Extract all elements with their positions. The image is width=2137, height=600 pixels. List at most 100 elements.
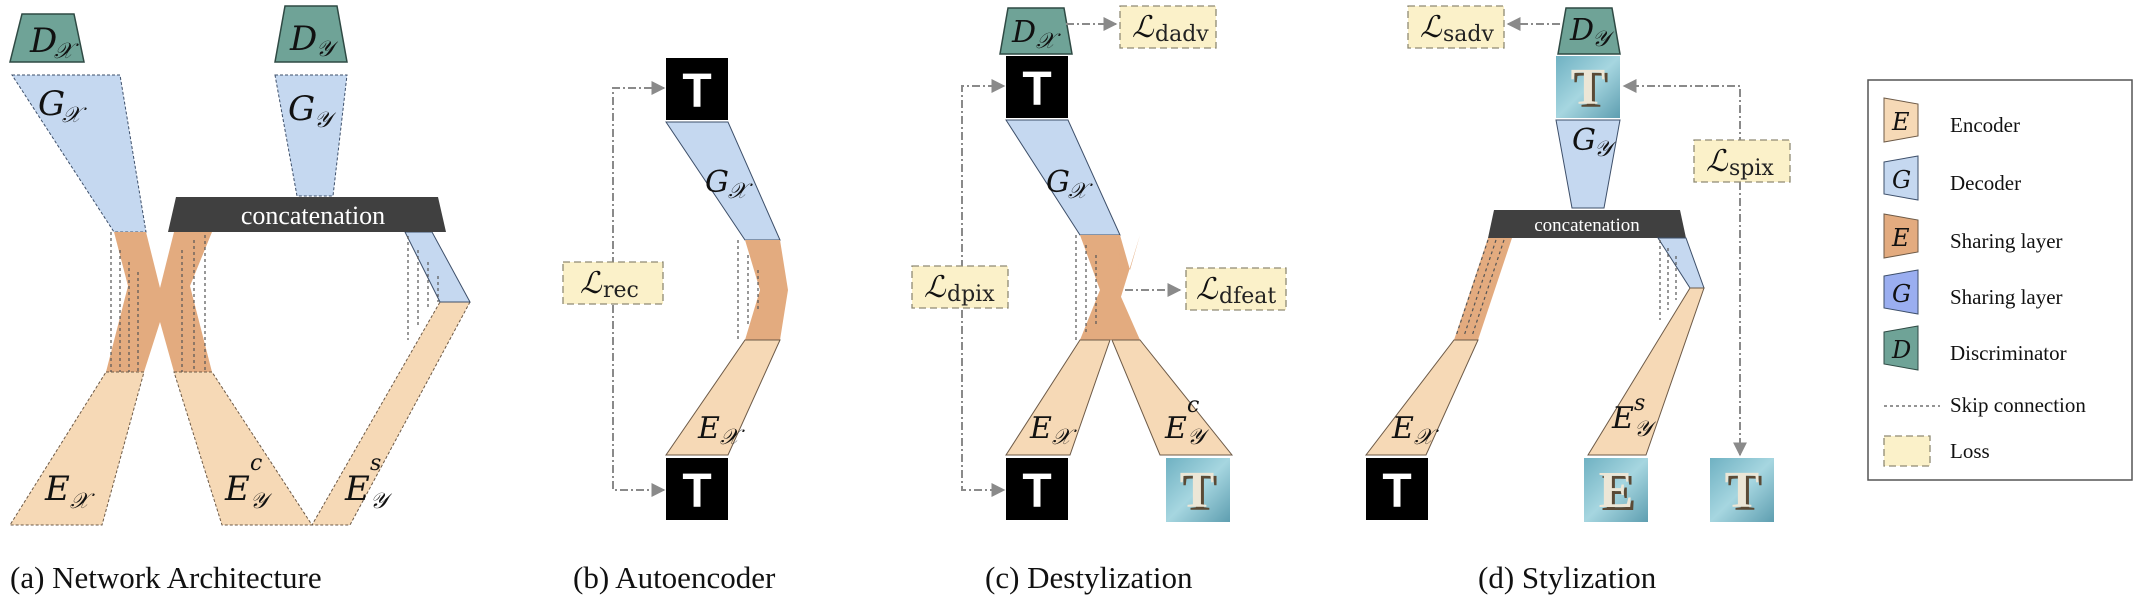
- legend-sharing-decoder-label: Sharing layer: [1950, 285, 2063, 309]
- legend-item-encoder: E Encoder: [1883, 97, 2020, 143]
- loss-rec-box: [562, 261, 664, 305]
- decoder-y-shape: [274, 74, 348, 197]
- legend-item-loss: Loss: [1883, 435, 1990, 467]
- skip-connections-d-right: [1659, 240, 1677, 320]
- caption-c: (c) Destylization: [985, 560, 1193, 595]
- legend-encoder-label: Encoder: [1950, 113, 2020, 137]
- legend-sharing-encoder-label: Sharing layer: [1950, 229, 2063, 253]
- skip-connections-b: [737, 240, 759, 340]
- glyph-bottom-left-c: [1006, 458, 1068, 520]
- dpix-arrow-bottom: [961, 310, 1006, 497]
- glyph-bottom-right-d-shadow: T: [1728, 465, 1763, 522]
- discriminator-x-c-shape: [999, 7, 1073, 55]
- glyph-top-b-letter: T: [682, 65, 711, 118]
- loss-rec-sub: rec: [603, 278, 639, 303]
- loss-dadv-sub: dadv: [1155, 22, 1209, 47]
- glyph-top-d-shadow: T: [1574, 62, 1609, 119]
- glyph-top-c-letter: T: [1022, 63, 1051, 116]
- encoder-ys-d-sup: s: [1634, 391, 1645, 416]
- legend-decoder-label: Decoder: [1950, 171, 2021, 195]
- glyph-bottom-left-d-letter: T: [1382, 465, 1411, 518]
- glyph-bottom-mid-d-shadow: E: [1602, 465, 1637, 522]
- loss-dfeat-symbol: ℒ: [1196, 272, 1219, 307]
- discriminator-x-c-label: D: [1011, 15, 1036, 50]
- concatenation-label-d: concatenation: [1534, 215, 1640, 236]
- glyph-top-c: [1006, 56, 1068, 118]
- decoder-y-label: G: [288, 89, 315, 129]
- glyph-bottom-right-c-shadow: T: [1183, 465, 1218, 522]
- legend-discriminator-swatch: [1883, 325, 1919, 371]
- loss-rec-symbol: ℒ: [580, 266, 603, 301]
- rec-arrow-top: [612, 81, 666, 265]
- discriminator-y-label: D: [289, 19, 317, 59]
- loss-dfeat-sub: dfeat: [1219, 284, 1276, 309]
- encoder-ys-label: E: [344, 469, 370, 509]
- loss-sadv-box: [1407, 5, 1505, 49]
- legend: E Encoder G Decoder E Sharing layer G Sh…: [1867, 79, 2133, 481]
- loss-spix-box: [1693, 139, 1791, 183]
- encoder-ys-d-shape: [1587, 287, 1705, 456]
- glyph-bottom-mid-d: [1584, 458, 1648, 522]
- panel-a-network-architecture: D 𝒳 D 𝒴 G 𝒳 G 𝒴 concatenation: [9, 5, 471, 595]
- sharing-d-shape: [1454, 238, 1512, 340]
- spix-arrow-top: [1622, 79, 1741, 145]
- decoder-x-c-label: G: [1046, 165, 1070, 200]
- decoder-x-label: G: [38, 84, 65, 124]
- loss-dadv-symbol: ℒ: [1132, 10, 1155, 45]
- glyph-top-d: [1556, 56, 1620, 118]
- legend-loss-label: Loss: [1950, 439, 1990, 463]
- legend-item-sharing-encoder: E Sharing layer: [1883, 213, 2063, 259]
- encoder-x-c-label: E: [1029, 411, 1052, 446]
- legend-item-sharing-decoder: G Sharing layer: [1883, 269, 2063, 315]
- glyph-bottom-b-letter: T: [682, 465, 711, 518]
- encoder-ys-d-label: E: [1611, 401, 1634, 436]
- concatenation-bar-d: [1488, 210, 1686, 238]
- discriminator-x-shape: [9, 13, 85, 63]
- encoder-ys-sup: s: [370, 451, 381, 476]
- loss-sadv-sub: sadv: [1443, 22, 1494, 47]
- discriminator-y-d-label: D: [1569, 13, 1594, 48]
- sharing-layer-x-shape: [106, 232, 212, 372]
- panel-b-autoencoder: T T G 𝒳 E 𝒳 ℒ rec (b) Autoencoder: [562, 58, 788, 595]
- glyph-bottom-right-d-letter: T: [1725, 462, 1760, 519]
- legend-skip-label: Skip connection: [1950, 393, 2086, 417]
- sharing-b-shape: [745, 240, 788, 340]
- loss-dpix-symbol: ℒ: [924, 270, 947, 305]
- encoder-x-c-shape: [1005, 339, 1111, 456]
- encoder-yc-c-shape: [1111, 339, 1234, 456]
- encoder-yc-sup: c: [250, 451, 262, 476]
- glyph-bottom-left-d: [1366, 458, 1428, 520]
- legend-item-skip: Skip connection: [1884, 393, 2086, 417]
- encoder-ys-sub: 𝒴: [370, 489, 393, 514]
- glyph-bottom-right-c-letter: T: [1180, 462, 1215, 519]
- loss-dpix-box: [911, 265, 1009, 309]
- loss-dpix-sub: dpix: [947, 282, 995, 307]
- glyph-top-b: [666, 58, 728, 120]
- caption-d: (d) Stylization: [1478, 560, 1657, 595]
- legend-sharing-decoder-swatch: [1883, 269, 1919, 315]
- glyph-bottom-b: [666, 458, 728, 520]
- concatenation-bar: [168, 197, 446, 232]
- encoder-x-d-label: E: [1391, 411, 1414, 446]
- panel-c-destylization: D 𝒳 ℒ dadv T ℒ dfeat G 𝒳 E 𝒳 E c 𝒴: [911, 5, 1287, 595]
- legend-decoder-swatch: [1883, 155, 1919, 201]
- loss-sadv-symbol: ℒ: [1420, 10, 1443, 45]
- panel-d-stylization: ℒ sadv D 𝒴 T T G 𝒴 concatenation E: [1364, 5, 1791, 595]
- encoder-x-label: E: [44, 469, 70, 509]
- glyph-top-d-letter: T: [1571, 59, 1606, 116]
- skip-connections-d-left: [1455, 239, 1505, 337]
- glyph-bottom-right-d: [1710, 458, 1774, 522]
- glyph-bottom-left-c-letter: T: [1022, 465, 1051, 518]
- glyph-bottom-right-c: [1166, 458, 1230, 522]
- legend-encoder-swatch: [1883, 97, 1919, 143]
- loss-spix-symbol: ℒ: [1706, 144, 1729, 179]
- legend-loss-swatch: [1883, 435, 1931, 467]
- caption-b: (b) Autoencoder: [573, 560, 776, 595]
- decoder-ys-part-shape: [404, 231, 471, 303]
- discriminator-y-d-shape: [1557, 7, 1621, 55]
- encoder-yc-c-sup: c: [1187, 393, 1199, 418]
- skip-connections-a: [110, 232, 439, 372]
- discriminator-y-shape: [274, 5, 348, 63]
- legend-item-discriminator: D Discriminator: [1883, 325, 2067, 371]
